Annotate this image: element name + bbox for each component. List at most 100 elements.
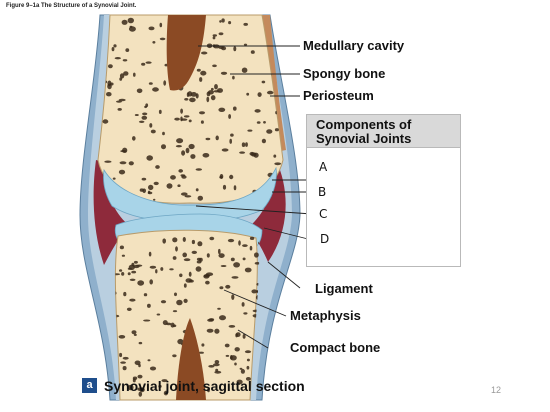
bone-pore [114,57,121,60]
bone-pore [155,269,158,274]
bone-pore [119,73,125,79]
bone-pore [229,174,234,180]
bone-pore [242,257,246,261]
bone-pore [195,266,202,272]
bone-pore [232,75,235,80]
bone-pore [225,354,230,357]
bone-pore [197,195,203,201]
answer-a: A [319,160,328,174]
bone-pore [141,177,147,181]
bone-pore [241,67,248,73]
bone-pore [206,96,210,103]
bone-pore [123,291,127,297]
bone-pore [172,256,177,260]
bone-pore [212,34,217,37]
bone-pore [132,136,136,141]
bone-pore [240,369,245,374]
bone-pore [261,138,266,144]
bone-pore [122,147,128,153]
bone-pore [155,165,160,169]
bone-pore [137,387,144,392]
bone-pore [244,350,252,354]
bone-pore [129,298,136,302]
bone-pore [133,264,140,269]
bone-pore [180,108,184,114]
bone-pore [120,361,126,364]
bone-pore [230,257,235,262]
bone-pore [231,294,235,300]
bone-pore [218,107,226,113]
bone-pore [203,274,210,278]
bone-pore [163,390,168,396]
caption-badge: a [82,378,97,393]
bone-pore [183,258,191,262]
bone-pore [166,183,173,189]
bone-pore [180,116,183,122]
answer-d: D [320,232,330,246]
bone-pore [146,155,153,161]
bone-pore [119,269,123,272]
bone-pore [116,100,122,103]
bone-pore [163,80,167,86]
bone-pore [200,70,207,76]
bone-pore [152,87,159,92]
bone-pore [214,84,218,90]
bone-pore [206,328,214,333]
bone-pore [139,120,145,124]
bone-pore [190,92,197,97]
bone-pore [214,328,220,334]
bone-pore [159,37,166,41]
bone-pore [142,112,148,116]
bone-pore [177,338,184,345]
answer-c: C [319,207,328,221]
bone-pore [251,289,258,294]
bone-pore [224,343,230,348]
bone-pore [254,262,260,265]
bone-pore [127,272,131,276]
bone-pore [148,251,152,257]
bone-pore [196,68,201,72]
bone-pore [133,260,138,264]
bone-pore [266,129,273,134]
bone-pore [131,270,137,274]
bone-pore [133,333,137,336]
bone-pore [202,153,210,158]
bone-pore [242,244,248,248]
bone-pore [147,359,151,362]
bone-pore [275,33,283,37]
bone-pore [239,151,246,154]
bone-pore [233,262,241,268]
bone-pore [175,246,178,252]
bone-pore [212,36,216,40]
bone-pore [159,22,163,28]
bone-pore [244,267,252,273]
bone-pore [149,123,153,128]
bone-pore [207,90,214,95]
bone-pore [234,347,240,352]
bone-pore [106,92,112,97]
bone-pore [184,98,189,101]
label-spongy-bone: Spongy bone [303,66,386,81]
bone-pore [201,51,208,55]
bone-pore [246,92,250,96]
bone-pore [176,299,183,306]
bone-pore [219,176,223,179]
bone-pore [250,152,257,157]
bone-pore [221,18,225,23]
medullary-cavity-lower [176,318,206,400]
bone-pore [158,384,162,388]
bone-pore [141,115,148,120]
bone-pore [217,307,221,310]
bone-pore [179,273,183,278]
bone-pore [119,352,123,358]
bone-pore [134,114,139,116]
bone-pore [147,303,151,308]
bone-pore [162,238,166,244]
bone-pore [246,358,250,362]
bone-pore [273,154,277,158]
bone-pore [152,41,156,44]
bone-pore [208,365,215,368]
bone-pore [137,280,145,286]
answer-b: B [318,185,327,199]
bone-pore [119,245,124,250]
